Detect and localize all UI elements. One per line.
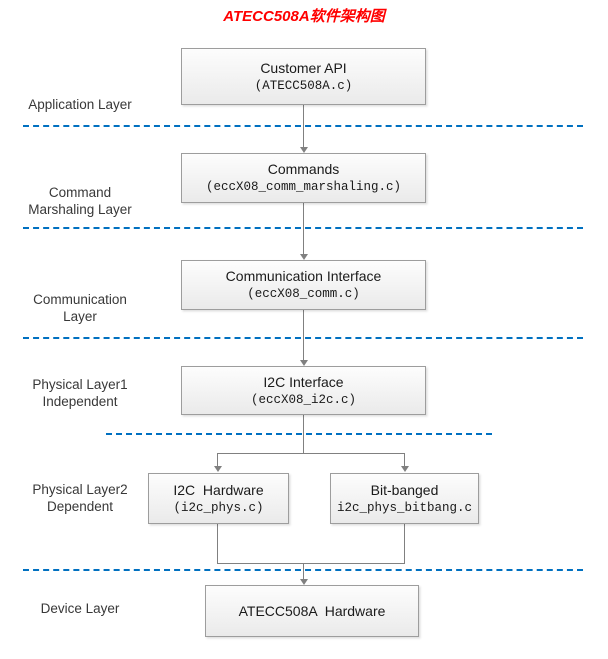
layer-label-line: Dependent (46, 499, 114, 514)
layer-label-device: Device Layer (5, 600, 155, 617)
connector-i2c-split-stem (303, 413, 304, 453)
layer-label-line: Physical Layer2 (32, 482, 128, 497)
box-filename: (i2c_phys.c) (173, 500, 264, 515)
box-title: Communication Interface (225, 268, 382, 284)
box-title: Bit-banged (370, 481, 439, 498)
layer-label-line: Independent (42, 394, 118, 409)
connector-merge-right (404, 522, 405, 564)
box-filename: (ATECC508A.c) (254, 78, 353, 93)
layer-label-command-marshaling: Command Marshaling Layer (5, 184, 155, 218)
box-i2c-interface: I2C Interface (eccX08_i2c.c) (181, 366, 426, 415)
layer-label-line: Physical Layer1 (32, 377, 128, 392)
box-customer-api: Customer API (ATECC508A.c) (181, 48, 426, 105)
box-filename: (eccX08_i2c.c) (250, 392, 357, 407)
box-title: Customer API (260, 59, 347, 76)
box-communication-interface: Communication Interface (eccX08_comm.c) (181, 260, 426, 310)
arrow-down-icon (300, 147, 308, 153)
layer-label-line: Communication (33, 292, 127, 307)
diagram-title: ATECC508A软件架构图 (223, 8, 385, 25)
connector-split-right (404, 453, 405, 467)
connector-split-left (217, 453, 218, 467)
arrow-down-icon (300, 254, 308, 260)
box-commands: Commands (eccX08_comm_marshaling.c) (181, 153, 426, 203)
layer-label-line: Command (48, 185, 112, 200)
connector-merge-bar (217, 563, 405, 564)
box-title: Commands (267, 161, 340, 177)
layer-label-physical1: Physical Layer1 Independent (5, 376, 155, 410)
arrow-down-icon (300, 360, 308, 366)
connector-commands-to-comm (303, 201, 304, 254)
box-i2c-hardware: I2C Hardware (i2c_phys.c) (148, 473, 289, 524)
layer-label-line: Layer (63, 309, 97, 324)
arrow-down-icon (214, 466, 222, 472)
layer-separator-4 (106, 433, 492, 435)
layer-label-line: Device Layer (40, 601, 120, 616)
layer-label-physical2: Physical Layer2 Dependent (5, 481, 155, 515)
box-filename: (eccX08_comm_marshaling.c) (205, 180, 402, 194)
layer-label-communication: Communication Layer (5, 291, 155, 325)
box-bit-banged: Bit-banged i2c_phys_bitbang.c (330, 473, 479, 524)
layer-label-line: Application Layer (28, 97, 132, 112)
layer-label-application: Application Layer (5, 96, 155, 113)
box-atecc508a-hardware: ATECC508A Hardware (205, 585, 419, 637)
box-title: I2C Interface (263, 373, 344, 390)
connector-comm-to-i2c (303, 308, 304, 360)
box-title: I2C Hardware (173, 481, 264, 498)
connector-api-to-commands (303, 103, 304, 147)
arrow-down-icon (300, 579, 308, 585)
box-title: ATECC508A Hardware (238, 602, 386, 619)
connector-merge-left (217, 522, 218, 564)
box-filename: (eccX08_comm.c) (247, 287, 360, 301)
connector-split-bar (217, 453, 405, 454)
arrow-down-icon (401, 466, 409, 472)
layer-label-line: Marshaling Layer (28, 202, 132, 217)
box-filename: i2c_phys_bitbang.c (336, 500, 473, 515)
connector-merge-stem (303, 563, 304, 580)
